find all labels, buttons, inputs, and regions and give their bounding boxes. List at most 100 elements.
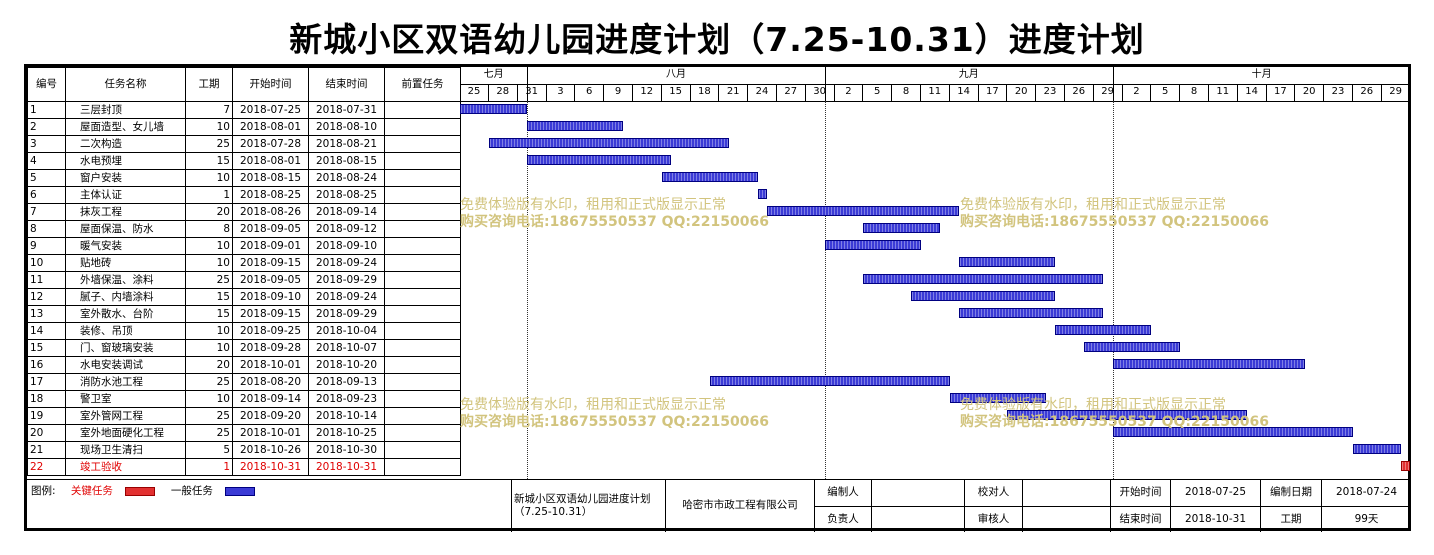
day-tick xyxy=(776,84,777,101)
task-name: 警卫室 xyxy=(65,390,186,408)
task-duration: 1 xyxy=(185,186,233,204)
task-name: 贴地砖 xyxy=(65,254,186,272)
task-pred xyxy=(384,135,461,153)
day-label: 31 xyxy=(525,86,538,97)
day-label: 17 xyxy=(1274,86,1287,97)
month-header: 九月 xyxy=(958,69,979,80)
day-tick xyxy=(603,84,605,101)
watermark-line1: 免费体验版有水印，租用和正式版显示正常 xyxy=(960,197,1226,213)
day-label: 23 xyxy=(1043,86,1057,97)
day-label: 23 xyxy=(1331,86,1345,97)
month-gridline xyxy=(824,101,826,479)
day-tick xyxy=(516,84,518,101)
legend-normal-label: 一般任务 xyxy=(170,485,213,497)
footer-start-label: 开始时间 xyxy=(1110,480,1170,506)
day-tick xyxy=(1121,84,1123,101)
task-duration: 20 xyxy=(185,356,233,374)
day-label: 21 xyxy=(726,86,740,97)
day-label: 12 xyxy=(640,86,654,97)
task-duration: 10 xyxy=(185,118,233,136)
task-end: 2018-09-24 xyxy=(308,254,385,272)
task-no: 5 xyxy=(27,169,66,187)
task-bar xyxy=(488,138,729,148)
day-label: 26 xyxy=(1360,86,1374,97)
day-label: 27 xyxy=(784,86,798,97)
task-pred xyxy=(384,186,461,204)
task-no: 16 xyxy=(27,356,66,374)
task-pred xyxy=(384,305,461,323)
watermark-text: 免费体验版有水印，租用和正式版显示正常购买咨询电话:18675550537 QQ… xyxy=(460,397,769,431)
footer-date-label: 编制日期 xyxy=(1260,480,1321,506)
day-label: 8 xyxy=(902,86,910,97)
col-header-end: 结束时间 xyxy=(308,67,385,102)
month-header: 十月 xyxy=(1251,69,1272,80)
task-name: 水电预埋 xyxy=(65,152,186,170)
footer-duration-label: 工期 xyxy=(1260,506,1321,532)
task-bar xyxy=(959,308,1104,318)
page-title: 新城小区双语幼儿园进度计划（7.25-10.31）进度计划 xyxy=(289,20,1145,59)
month-separator xyxy=(527,67,529,101)
day-tick xyxy=(1035,84,1037,101)
task-pred xyxy=(384,152,461,170)
task-name: 水电安装调试 xyxy=(65,356,186,374)
task-no: 9 xyxy=(27,237,66,255)
footer-end-label: 结束时间 xyxy=(1110,506,1170,532)
footer-info: 图例: 关键任务一般任务 新城小区双语幼儿园进度计划（7.25-10.31） 哈… xyxy=(27,479,1411,532)
day-label: 18 xyxy=(698,86,711,97)
month-gridline xyxy=(527,101,529,479)
task-bar xyxy=(460,104,528,114)
task-end: 2018-10-14 xyxy=(308,407,385,425)
task-end: 2018-10-25 xyxy=(308,424,385,442)
task-start: 2018-09-14 xyxy=(232,390,309,408)
day-label: 25 xyxy=(467,86,481,97)
task-end: 2018-07-31 xyxy=(308,101,385,119)
task-bar xyxy=(863,274,1104,284)
task-start: 2018-09-28 xyxy=(232,339,309,357)
task-name: 腻子、内墙涂料 xyxy=(65,288,186,306)
task-start: 2018-08-26 xyxy=(232,203,309,221)
day-label: 2 xyxy=(1133,86,1140,97)
task-bar xyxy=(1352,444,1401,454)
task-duration: 10 xyxy=(185,169,233,187)
task-end: 2018-10-31 xyxy=(308,458,385,476)
day-label: 24 xyxy=(755,86,769,97)
footer-checker-value xyxy=(1022,480,1110,506)
task-pred xyxy=(384,203,461,221)
task-pred xyxy=(384,441,461,459)
day-tick xyxy=(920,84,921,101)
task-start: 2018-09-25 xyxy=(232,322,309,340)
day-label: 29 xyxy=(1101,86,1114,97)
task-end: 2018-09-24 xyxy=(308,288,385,306)
task-no: 19 xyxy=(27,407,66,425)
day-tick xyxy=(718,84,720,101)
task-no: 22 xyxy=(27,458,66,476)
day-tick xyxy=(574,84,576,101)
task-start: 2018-09-05 xyxy=(232,220,309,238)
watermark-line2: 购买咨询电话:18675550537 QQ:22150066 xyxy=(460,214,769,230)
task-no: 2 xyxy=(27,118,66,136)
footer-project-name: 新城小区双语幼儿园进度计划（7.25-10.31） xyxy=(511,480,665,532)
day-tick xyxy=(1064,84,1065,101)
task-duration: 15 xyxy=(185,288,233,306)
watermark-line2: 购买咨询电话:18675550537 QQ:22150066 xyxy=(960,214,1269,230)
footer-end-value: 2018-10-31 xyxy=(1170,506,1260,532)
legend-critical-swatch xyxy=(124,486,155,496)
day-label: 15 xyxy=(669,86,682,97)
task-duration: 7 xyxy=(185,101,233,119)
task-pred xyxy=(384,118,461,136)
task-name: 消防水池工程 xyxy=(65,373,186,391)
task-no: 12 xyxy=(27,288,66,306)
day-label: 8 xyxy=(1190,86,1198,97)
task-name: 二次构造 xyxy=(65,135,186,153)
task-no: 18 xyxy=(27,390,66,408)
day-tick xyxy=(488,84,489,101)
task-no: 17 xyxy=(27,373,66,391)
